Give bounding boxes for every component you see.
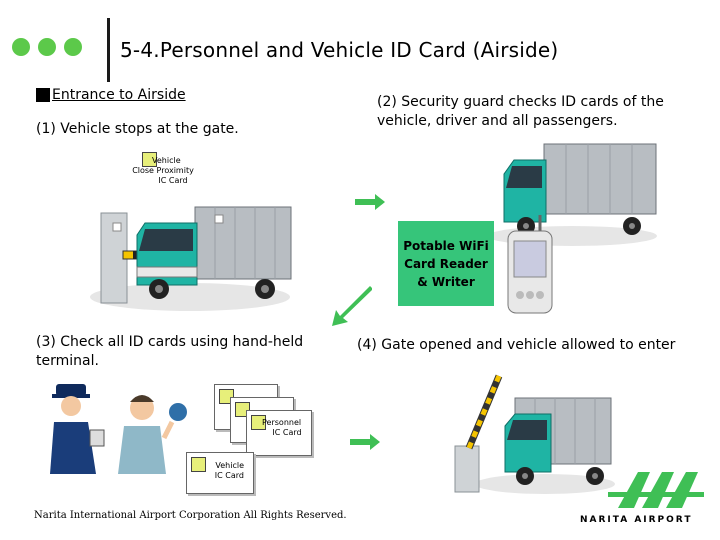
- vehicle-card-label: Vehicle Close Proximity IC Card: [132, 156, 194, 185]
- card-chip-icon: [191, 457, 206, 472]
- card-chip-icon: [251, 415, 266, 430]
- square-bullet-icon: [36, 88, 50, 102]
- arrow-right-icon: [350, 434, 380, 450]
- title-divider: [107, 18, 110, 82]
- step3-line1: (3) Check all ID cards using hand-held: [36, 334, 304, 350]
- header-dots: [12, 38, 82, 56]
- step2-text: (2) Security guard checks ID cards of th…: [377, 93, 664, 131]
- vehicle-ic-card: [186, 452, 254, 494]
- truck-illustration: [487, 143, 657, 246]
- gate-truck-illustration: [90, 206, 292, 311]
- section-heading: Entrance to Airside: [36, 87, 186, 103]
- arrow-down-left-icon: [332, 286, 372, 326]
- step3-line2: terminal.: [36, 353, 99, 369]
- card-reader-box: Potable WiFi Card Reader & Writer: [398, 221, 494, 306]
- card-chip-icon: [142, 152, 157, 167]
- step4-text: (4) Gate opened and vehicle allowed to e…: [357, 337, 676, 353]
- page-title: 5-4.Personnel and Vehicle ID Card (Airsi…: [120, 38, 559, 62]
- vehicle-card-chip: [142, 152, 157, 167]
- personnel-card-label: Personnel IC Card: [262, 418, 302, 437]
- personnel-card-front: [246, 410, 312, 456]
- arrow-right-icon: [355, 194, 385, 210]
- step3-text: (3) Check all ID cards using hand-held t…: [36, 333, 303, 371]
- vehicle-ic-label: Vehicle IC Card: [214, 461, 244, 480]
- step2-line1: (2) Security guard checks ID cards of th…: [377, 94, 664, 110]
- open-gate-truck-illustration: [454, 374, 615, 494]
- step2-line2: vehicle, driver and all passengers.: [377, 113, 618, 129]
- bullet-dot: [38, 38, 56, 56]
- guard-checking-illustration: [50, 384, 187, 474]
- handheld-terminal-icon: [507, 215, 553, 314]
- step1-text: (1) Vehicle stops at the gate.: [36, 121, 239, 137]
- footer-copyright: Narita International Airport Corporation…: [34, 510, 347, 521]
- section-label: Entrance to Airside: [52, 87, 186, 103]
- bullet-dot: [64, 38, 82, 56]
- logo-text: NARITA AIRPORT: [580, 515, 693, 525]
- narita-logo-icon: [608, 472, 704, 508]
- bullet-dot: [12, 38, 30, 56]
